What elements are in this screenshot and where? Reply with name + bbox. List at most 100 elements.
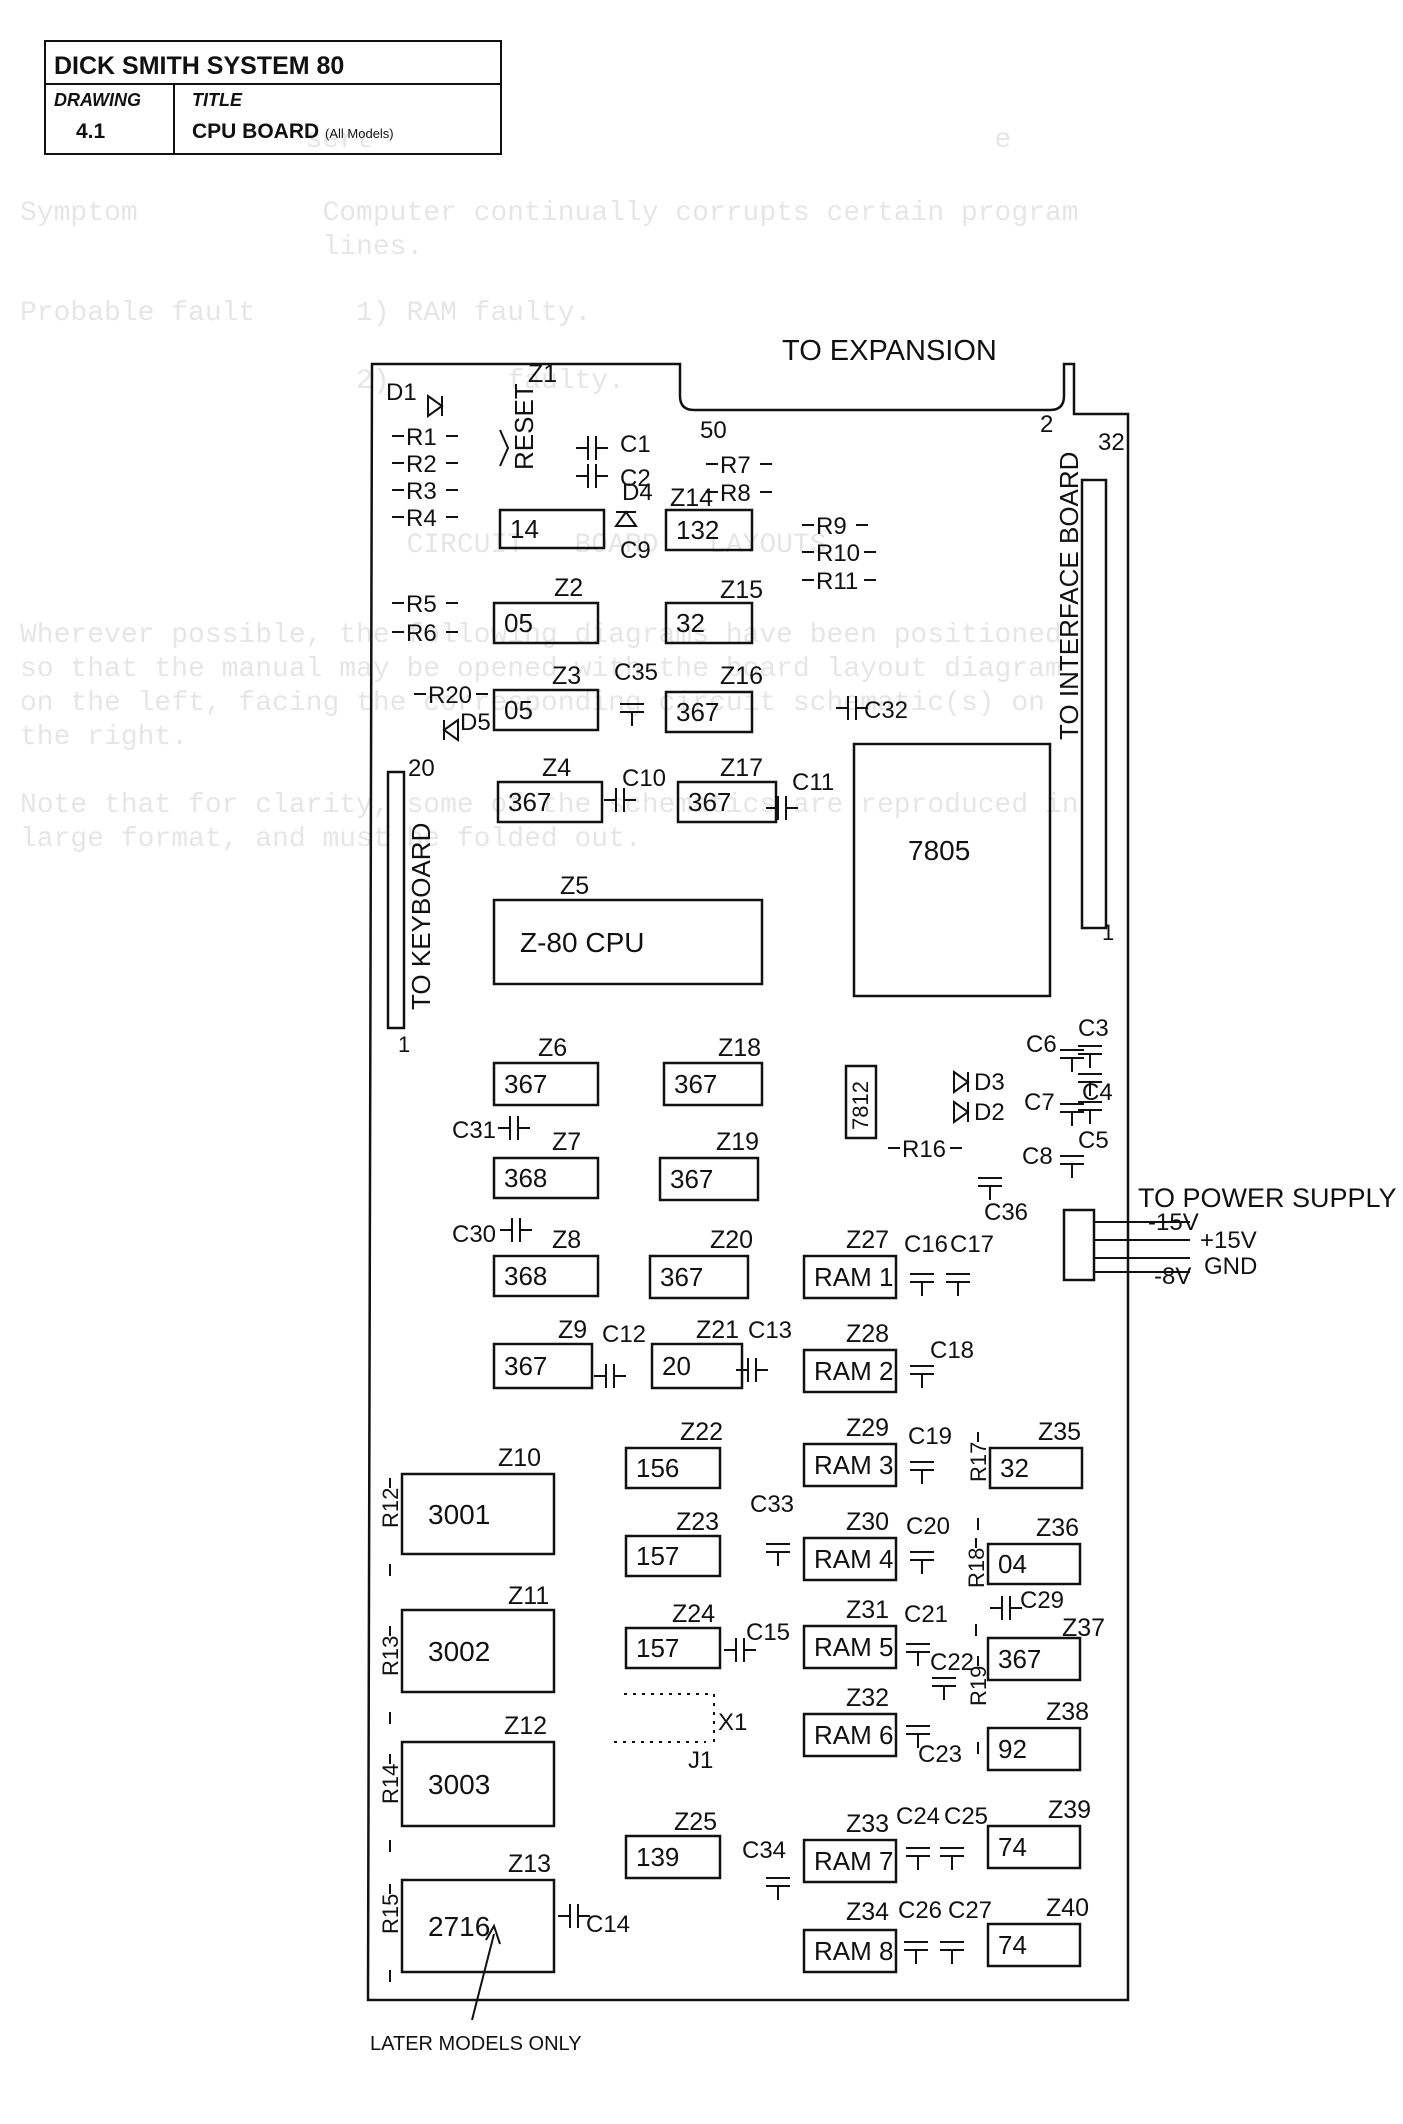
- chip-z9-ref-label: Z9: [558, 1316, 587, 1344]
- show-through-text: sert e Symptom Computer continually corr…: [0, 0, 1403, 1000]
- capacitor-label-c32: C32: [864, 697, 908, 724]
- chip-z7-type-label: 368: [504, 1163, 547, 1193]
- capacitor-symbol: [940, 1941, 964, 1964]
- chip-z27-type-label: RAM 1: [814, 1262, 893, 1292]
- capacitor-symbol: [906, 1643, 930, 1666]
- expansion-connector-label: TO EXPANSION: [782, 335, 997, 367]
- power-terminal-label: +15V: [1200, 1227, 1257, 1254]
- chip-z6: [492, 1061, 600, 1107]
- capacitor-symbol: [724, 1638, 756, 1662]
- capacitor-label-c25: C25: [944, 1803, 988, 1830]
- ghost-line: Note that for clarity, some of the schem…: [20, 790, 1079, 821]
- chip-z34: [802, 1928, 898, 1974]
- chip-z8: [492, 1254, 600, 1298]
- capacitor-symbol: [946, 1273, 970, 1296]
- capacitor-symbol: [604, 788, 636, 812]
- ghost-line: large format, and must be folded out.: [20, 824, 642, 855]
- capacitor-label-c15: C15: [746, 1619, 790, 1646]
- chip-z13-ref-label: Z13: [508, 1850, 551, 1878]
- chip-z10-type-label: 3001: [428, 1499, 490, 1530]
- capacitor-label-c14: C14: [586, 1911, 630, 1938]
- voltage-regulator-label: 7812: [848, 1081, 873, 1130]
- capacitor-symbol: [906, 1725, 930, 1748]
- chip-z17-ref-label: Z17: [720, 754, 763, 782]
- chip-z18-ref-label: Z18: [718, 1034, 761, 1062]
- capacitor-label-c13: C13: [748, 1317, 792, 1344]
- capacitor-label-c8: C8: [1022, 1143, 1053, 1170]
- chip-z28: [802, 1348, 898, 1394]
- keyboard-connector: [386, 770, 406, 1030]
- annotation-arrow: [471, 1923, 501, 2021]
- capacitor-label-c35: C35: [614, 659, 658, 686]
- capacitor-label-c6: C6: [1026, 1031, 1057, 1058]
- chip-z21-ref-label: Z21: [696, 1316, 739, 1344]
- chip-z23: [624, 1534, 722, 1578]
- chip-z31: [802, 1624, 898, 1670]
- capacitor-label-c5: C5: [1078, 1127, 1109, 1154]
- resistor-label-r8: R8: [720, 480, 751, 507]
- chip-z2-type-label: 05: [504, 608, 533, 638]
- ghost-line: so that the manual may be opened with th…: [20, 654, 1062, 685]
- chip-z10: [400, 1472, 556, 1556]
- chip-z37-type-label: 367: [998, 1644, 1041, 1674]
- chip-z38-ref-label: Z38: [1046, 1698, 1089, 1726]
- power-terminal-label: -8V: [1154, 1263, 1191, 1290]
- chip-z19-type-label: 367: [670, 1164, 713, 1194]
- ghost-line: Probable fault 1) RAM faulty.: [20, 298, 592, 329]
- capacitor-symbol: [500, 1218, 532, 1242]
- chip-z20: [648, 1254, 750, 1300]
- capacitor-symbol: [576, 436, 608, 460]
- diode-label-d1: D1: [386, 379, 417, 406]
- chip-z7: [492, 1156, 600, 1200]
- chip-z30: [802, 1536, 898, 1582]
- resistor-label-r5: R5: [406, 591, 437, 618]
- chip-z30-type-label: RAM 4: [814, 1544, 893, 1574]
- chip-z4-type-label: 367: [508, 787, 551, 817]
- capacitor-label-c11: C11: [792, 769, 834, 796]
- chip-z39: [986, 1824, 1082, 1870]
- ghost-line: sert e: [20, 125, 1012, 156]
- diode-label-d3: D3: [974, 1069, 1005, 1096]
- capacitor-symbol: [906, 1847, 930, 1870]
- chip-z25-ref-label: Z25: [674, 1808, 717, 1836]
- chip-z1: [498, 508, 606, 550]
- chip-z14: [664, 508, 754, 552]
- chip-z3-type-label: 05: [504, 695, 533, 725]
- chip-z12-ref-label: Z12: [504, 1712, 547, 1740]
- chip-z37-ref-label: Z37: [1062, 1614, 1105, 1642]
- chip-z13: [400, 1878, 556, 1974]
- capacitor-symbol: [1060, 1103, 1084, 1126]
- resistor-label-r2: R2: [406, 451, 437, 478]
- voltage-regulator-label: 7805: [908, 835, 970, 866]
- chip-z19: [658, 1156, 760, 1202]
- keyboard-pin-label: 1: [398, 1032, 410, 1057]
- capacitor-symbol: [766, 1877, 790, 1900]
- chip-z39-ref-label: Z39: [1048, 1796, 1091, 1824]
- diode-symbol: [953, 1070, 970, 1094]
- capacitor-label-c27: C27: [948, 1897, 992, 1924]
- chip-z34-type-label: RAM 8: [814, 1936, 893, 1966]
- capacitor-symbol: [1078, 1045, 1102, 1068]
- capacitor-symbol: [1060, 1155, 1084, 1178]
- board-outline: [366, 362, 1130, 2002]
- chip-z33-type-label: RAM 7: [814, 1846, 893, 1876]
- expansion-pin-label: 50: [700, 417, 727, 444]
- chip-z36-type-label: 04: [998, 1549, 1027, 1579]
- chip-z22: [624, 1446, 722, 1490]
- resistor-label-r18: R18: [964, 1548, 989, 1588]
- chip-z20-type-label: 367: [660, 1262, 703, 1292]
- chip-z29-ref-label: Z29: [846, 1414, 889, 1442]
- drawing-title: CPU BOARD (All Models): [192, 120, 394, 143]
- resistor-label-r4: R4: [406, 505, 437, 532]
- chip-z19-ref-label: Z19: [716, 1128, 759, 1156]
- chip-z29: [802, 1442, 898, 1488]
- chip-z36-ref-label: Z36: [1036, 1514, 1079, 1542]
- chip-z9: [492, 1342, 594, 1390]
- power-supply-label: TO POWER SUPPLY: [1138, 1183, 1397, 1213]
- chip-z35-type-label: 32: [1000, 1453, 1029, 1483]
- chip-z2-ref-label: Z2: [554, 574, 583, 602]
- chip-z11: [400, 1608, 556, 1694]
- capacitor-label-c3: C3: [1078, 1015, 1109, 1042]
- chip-z38-type-label: 92: [998, 1734, 1027, 1764]
